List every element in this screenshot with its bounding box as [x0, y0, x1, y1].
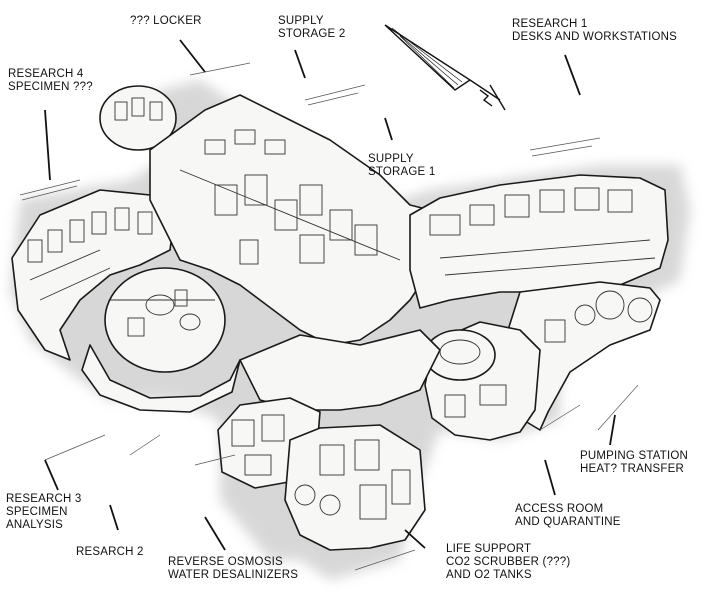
leader-pumping [609, 414, 616, 446]
research-3-base [81, 344, 241, 413]
leader-supply-1 [384, 117, 393, 141]
scribble-notes [19, 62, 639, 571]
label-research-2: RESARCH 2 [76, 546, 144, 558]
leader-research-4 [44, 109, 51, 181]
leader-research-2 [109, 504, 119, 531]
leader-supply-2 [294, 49, 306, 79]
label-research-4: RESEARCH 4 SPECIMEN ??? [8, 68, 93, 93]
storage-corridor [149, 94, 431, 346]
leader-reverse-osmosis [204, 516, 226, 551]
label-access-room: ACCESS ROOM AND QUARANTINE [515, 503, 621, 528]
leader-locker [179, 39, 206, 73]
leader-research-1 [564, 54, 581, 96]
leader-access [544, 459, 556, 496]
label-reverse-osmosis: REVERSE OSMOSIS WATER DESALINIZERS [168, 556, 299, 581]
research-1-wing [409, 174, 669, 309]
label-research-1: RESEARCH 1 DESKS AND WORKSTATIONS [512, 18, 677, 43]
label-supply-storage-2: SUPPLY STORAGE 2 [278, 15, 346, 40]
label-research-3: RESEARCH 3 SPECIMEN ANALYSIS [6, 493, 82, 531]
structure [11, 85, 669, 551]
leader-lines [44, 39, 616, 551]
label-supply-storage-1: SUPPLY STORAGE 1 [368, 153, 436, 178]
label-life-support: LIFE SUPPORT CO2 SCRUBBER (???) AND O2 T… [446, 543, 571, 581]
interior-detail [27, 97, 656, 520]
north-arrow-icon [384, 24, 506, 111]
leader-life-support [404, 529, 426, 549]
research-4-wing [11, 189, 176, 361]
specimen-hub [104, 267, 226, 373]
label-locker: ??? LOCKER [130, 15, 202, 27]
leader-research-3 [44, 459, 59, 491]
label-pumping-station: PUMPING STATION HEAT? TRANSFER [580, 450, 688, 475]
